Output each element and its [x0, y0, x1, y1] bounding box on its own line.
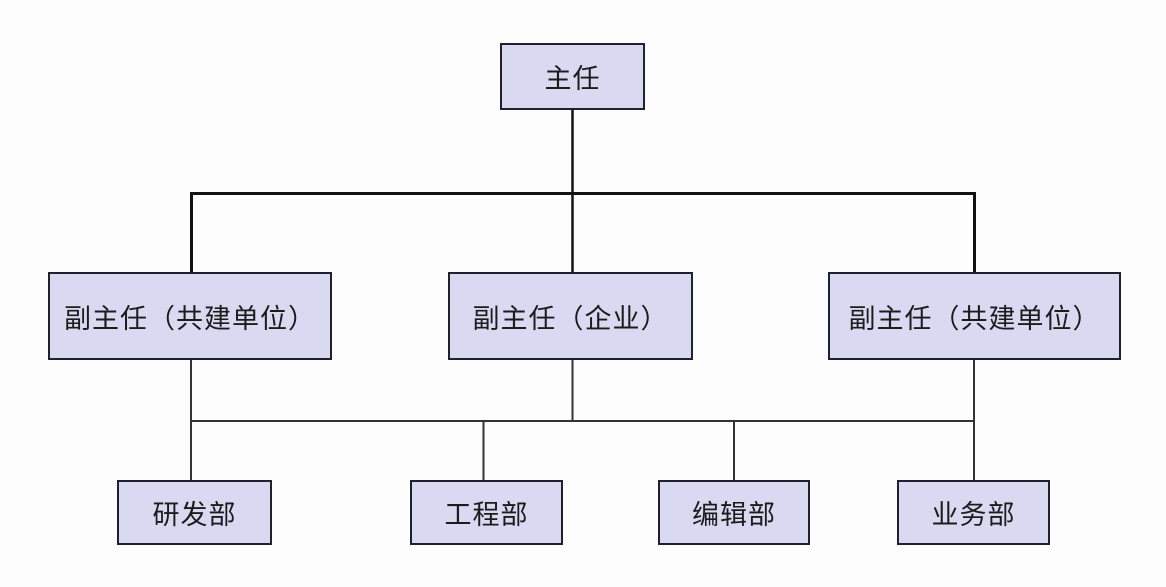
- node-dept-engineering: 工程部: [410, 480, 563, 545]
- node-deputy-enterprise: 副主任（企业）: [448, 272, 693, 360]
- connector-top-bus: [190, 192, 976, 273]
- node-deputy-cobuild-left: 副主任（共建单位）: [48, 272, 332, 360]
- node-deputy-cobuild-right: 副主任（共建单位）: [828, 272, 1121, 360]
- node-director: 主任: [500, 43, 645, 110]
- node-dept-business: 业务部: [897, 480, 1050, 545]
- node-dept-editorial: 编辑部: [658, 480, 810, 545]
- node-dept-rnd: 研发部: [117, 480, 272, 545]
